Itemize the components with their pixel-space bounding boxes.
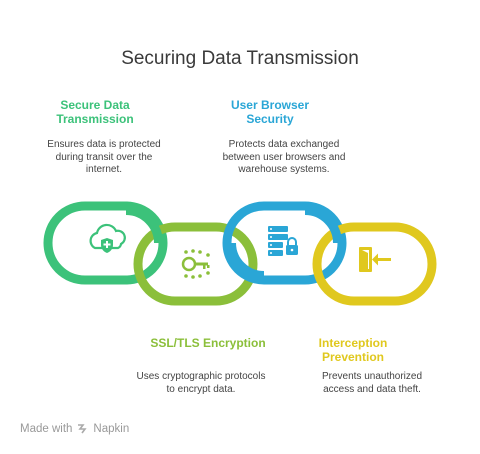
step-4-heading: Interception Prevention: [318, 336, 388, 364]
made-with-label: Made with: [20, 422, 73, 435]
server-lock-icon: [268, 226, 298, 256]
step-3-description: Protects data exchanged between user bro…: [222, 139, 346, 175]
footer: Made with Napkin: [20, 422, 129, 435]
step-2-description: Uses cryptographic protocols to encrypt …: [136, 371, 266, 395]
link-ssl-tls: [133, 222, 258, 306]
cloud-shield-icon: [89, 223, 126, 253]
step-3-heading: User Browser Security: [230, 98, 310, 126]
link-interception: [312, 222, 437, 306]
key-icon: [181, 249, 210, 279]
step-1-heading: Secure Data Transmission: [56, 98, 134, 126]
step-1-description: Ensures data is protected during transit…: [47, 139, 161, 175]
exit-door-icon: [359, 247, 391, 272]
napkin-brand-label: Napkin: [93, 422, 130, 435]
napkin-logo-icon: [78, 424, 88, 434]
step-4-description: Prevents unauthorized access and data th…: [321, 371, 423, 395]
step-2-heading: SSL/TLS Encryption: [150, 336, 266, 350]
diagram-title: Securing Data Transmission: [121, 48, 359, 69]
